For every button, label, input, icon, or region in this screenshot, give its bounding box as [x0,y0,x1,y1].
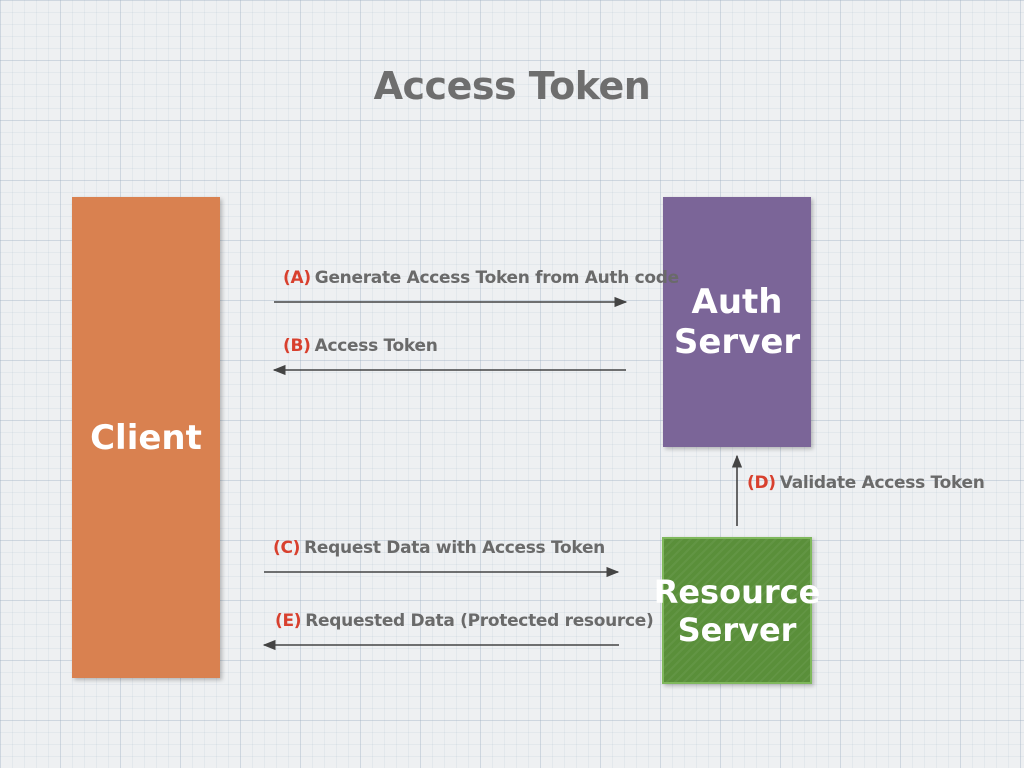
arrow-a-step: (A) [283,268,311,288]
arrow-d-label: (D)Validate Access Token [747,473,985,493]
arrow-d-step: (D) [747,473,776,493]
arrow-a-label: (A)Generate Access Token from Auth code [283,268,679,288]
arrow-d-text: Validate Access Token [779,473,985,493]
arrow-e-text: Requested Data (Protected resource) [305,611,654,631]
arrow-b-label: (B)Access Token [283,336,438,356]
arrow-c-text: Request Data with Access Token [304,538,605,558]
arrow-a-text: Generate Access Token from Auth code [314,268,679,288]
auth-server-label: Auth Server [673,282,801,362]
auth-server-box: Auth Server [663,197,811,447]
arrow-c-label: (C)Request Data with Access Token [273,538,605,558]
arrow-e-label: (E)Requested Data (Protected resource) [275,611,654,631]
resource-server-box: Resource Server [654,537,820,684]
arrow-b-step: (B) [283,336,311,356]
arrow-c-step: (C) [273,538,301,558]
resource-server-label: Resource Server [653,572,821,649]
arrow-b-text: Access Token [314,336,438,356]
arrow-e-step: (E) [275,611,302,631]
client-box: Client [72,197,220,678]
diagram-title: Access Token [373,64,651,108]
client-label: Client [90,417,202,458]
